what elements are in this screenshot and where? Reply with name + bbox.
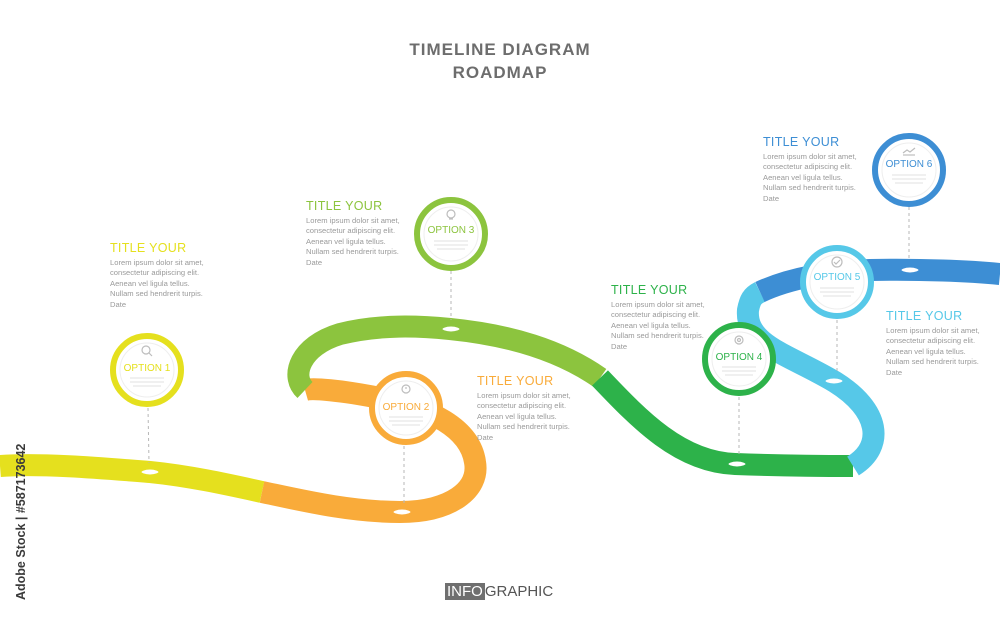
- option-label-4: OPTION 4: [716, 352, 763, 363]
- block-date-1: Date: [110, 299, 127, 309]
- checkmark-icon: [831, 256, 843, 268]
- road-segment-5: [736, 282, 885, 476]
- text-block-6: TITLE YOUR Lorem ipsum dolor sit amet, c…: [763, 135, 863, 204]
- option-circle-2: OPTION 2: [369, 371, 443, 445]
- option-circle-5: OPTION 5: [800, 245, 874, 319]
- milestone-marker-3: [439, 323, 463, 335]
- option-circle-4: OPTION 4: [702, 322, 776, 396]
- road-markers: [138, 264, 922, 518]
- lightbulb-head-icon: [446, 209, 456, 220]
- connectors: [147, 207, 910, 503]
- block-title-1: TITLE YOUR: [110, 241, 187, 255]
- diagram-subtitle: ROADMAP: [452, 63, 548, 82]
- milestone-marker-2: [390, 506, 414, 518]
- road-segment-1: [0, 454, 265, 503]
- block-date-4: Date: [611, 341, 628, 351]
- road-segment-6: [755, 258, 1000, 303]
- milestone-marker-6: [898, 264, 922, 276]
- block-title-2: TITLE YOUR: [477, 374, 554, 388]
- block-body-4: Lorem ipsum dolor sit amet, consectetur …: [611, 300, 705, 341]
- block-date-5: Date: [886, 367, 903, 377]
- block-title-6: TITLE YOUR: [763, 135, 840, 149]
- block-date-3: Date: [306, 257, 323, 267]
- block-title-4: TITLE YOUR: [611, 283, 688, 297]
- block-title-5: TITLE YOUR: [886, 309, 963, 323]
- text-block-1: TITLE YOUR Lorem ipsum dolor sit amet, c…: [110, 241, 210, 310]
- milestone-marker-4: [725, 458, 749, 470]
- stock-watermark: Adobe Stock | #587173642: [14, 444, 28, 600]
- road-segment-2: [259, 378, 487, 524]
- option-label-2: OPTION 2: [383, 402, 430, 413]
- block-body-1: Lorem ipsum dolor sit amet, consectetur …: [110, 258, 204, 299]
- option-label-5: OPTION 5: [814, 272, 861, 283]
- option-circle-6: OPTION 6: [872, 133, 946, 207]
- text-block-2: TITLE YOUR Lorem ipsum dolor sit amet, c…: [477, 374, 577, 443]
- milestone-marker-1: [138, 466, 162, 478]
- milestone-marker-5: [822, 375, 846, 387]
- block-body-5: Lorem ipsum dolor sit amet, consectetur …: [886, 326, 980, 367]
- chart-icon: [902, 147, 916, 156]
- option-circle-3: OPTION 3: [414, 197, 488, 271]
- block-body-2: Lorem ipsum dolor sit amet, consectetur …: [477, 391, 571, 432]
- block-body-6: Lorem ipsum dolor sit amet, consectetur …: [763, 152, 857, 193]
- block-title-3: TITLE YOUR: [306, 199, 383, 213]
- option-label-1: OPTION 1: [124, 363, 171, 374]
- diagram-title: TIMELINE DIAGRAM: [409, 40, 591, 59]
- block-body-3: Lorem ipsum dolor sit amet, consectetur …: [306, 216, 400, 257]
- road-segment-3: [287, 315, 607, 399]
- watermark-brand: Adobe Stock: [14, 524, 28, 600]
- alarm-clock-icon: [401, 384, 411, 394]
- block-date-2: Date: [477, 432, 494, 442]
- text-block-3: TITLE YOUR Lorem ipsum dolor sit amet, c…: [306, 199, 406, 268]
- option-label-6: OPTION 6: [886, 159, 933, 170]
- option-circle-1: OPTION 1: [110, 333, 184, 407]
- option-circles: OPTION 1 OPTION 2 OPTION 3: [110, 133, 946, 445]
- option-label-3: OPTION 3: [428, 225, 475, 236]
- text-block-5: TITLE YOUR Lorem ipsum dolor sit amet, c…: [886, 309, 986, 378]
- wordmark-highlight: INFO: [445, 583, 485, 600]
- magnifier-icon: [141, 345, 153, 357]
- target-icon: [734, 335, 744, 345]
- stock-watermark-text: Adobe Stock | #587173642: [14, 444, 28, 600]
- wordmark-rest: GRAPHIC: [484, 583, 554, 600]
- connector-line-1: [147, 407, 150, 464]
- watermark-id: 587173642: [14, 444, 28, 507]
- text-block-4: TITLE YOUR Lorem ipsum dolor sit amet, c…: [611, 283, 711, 352]
- block-date-6: Date: [763, 193, 780, 203]
